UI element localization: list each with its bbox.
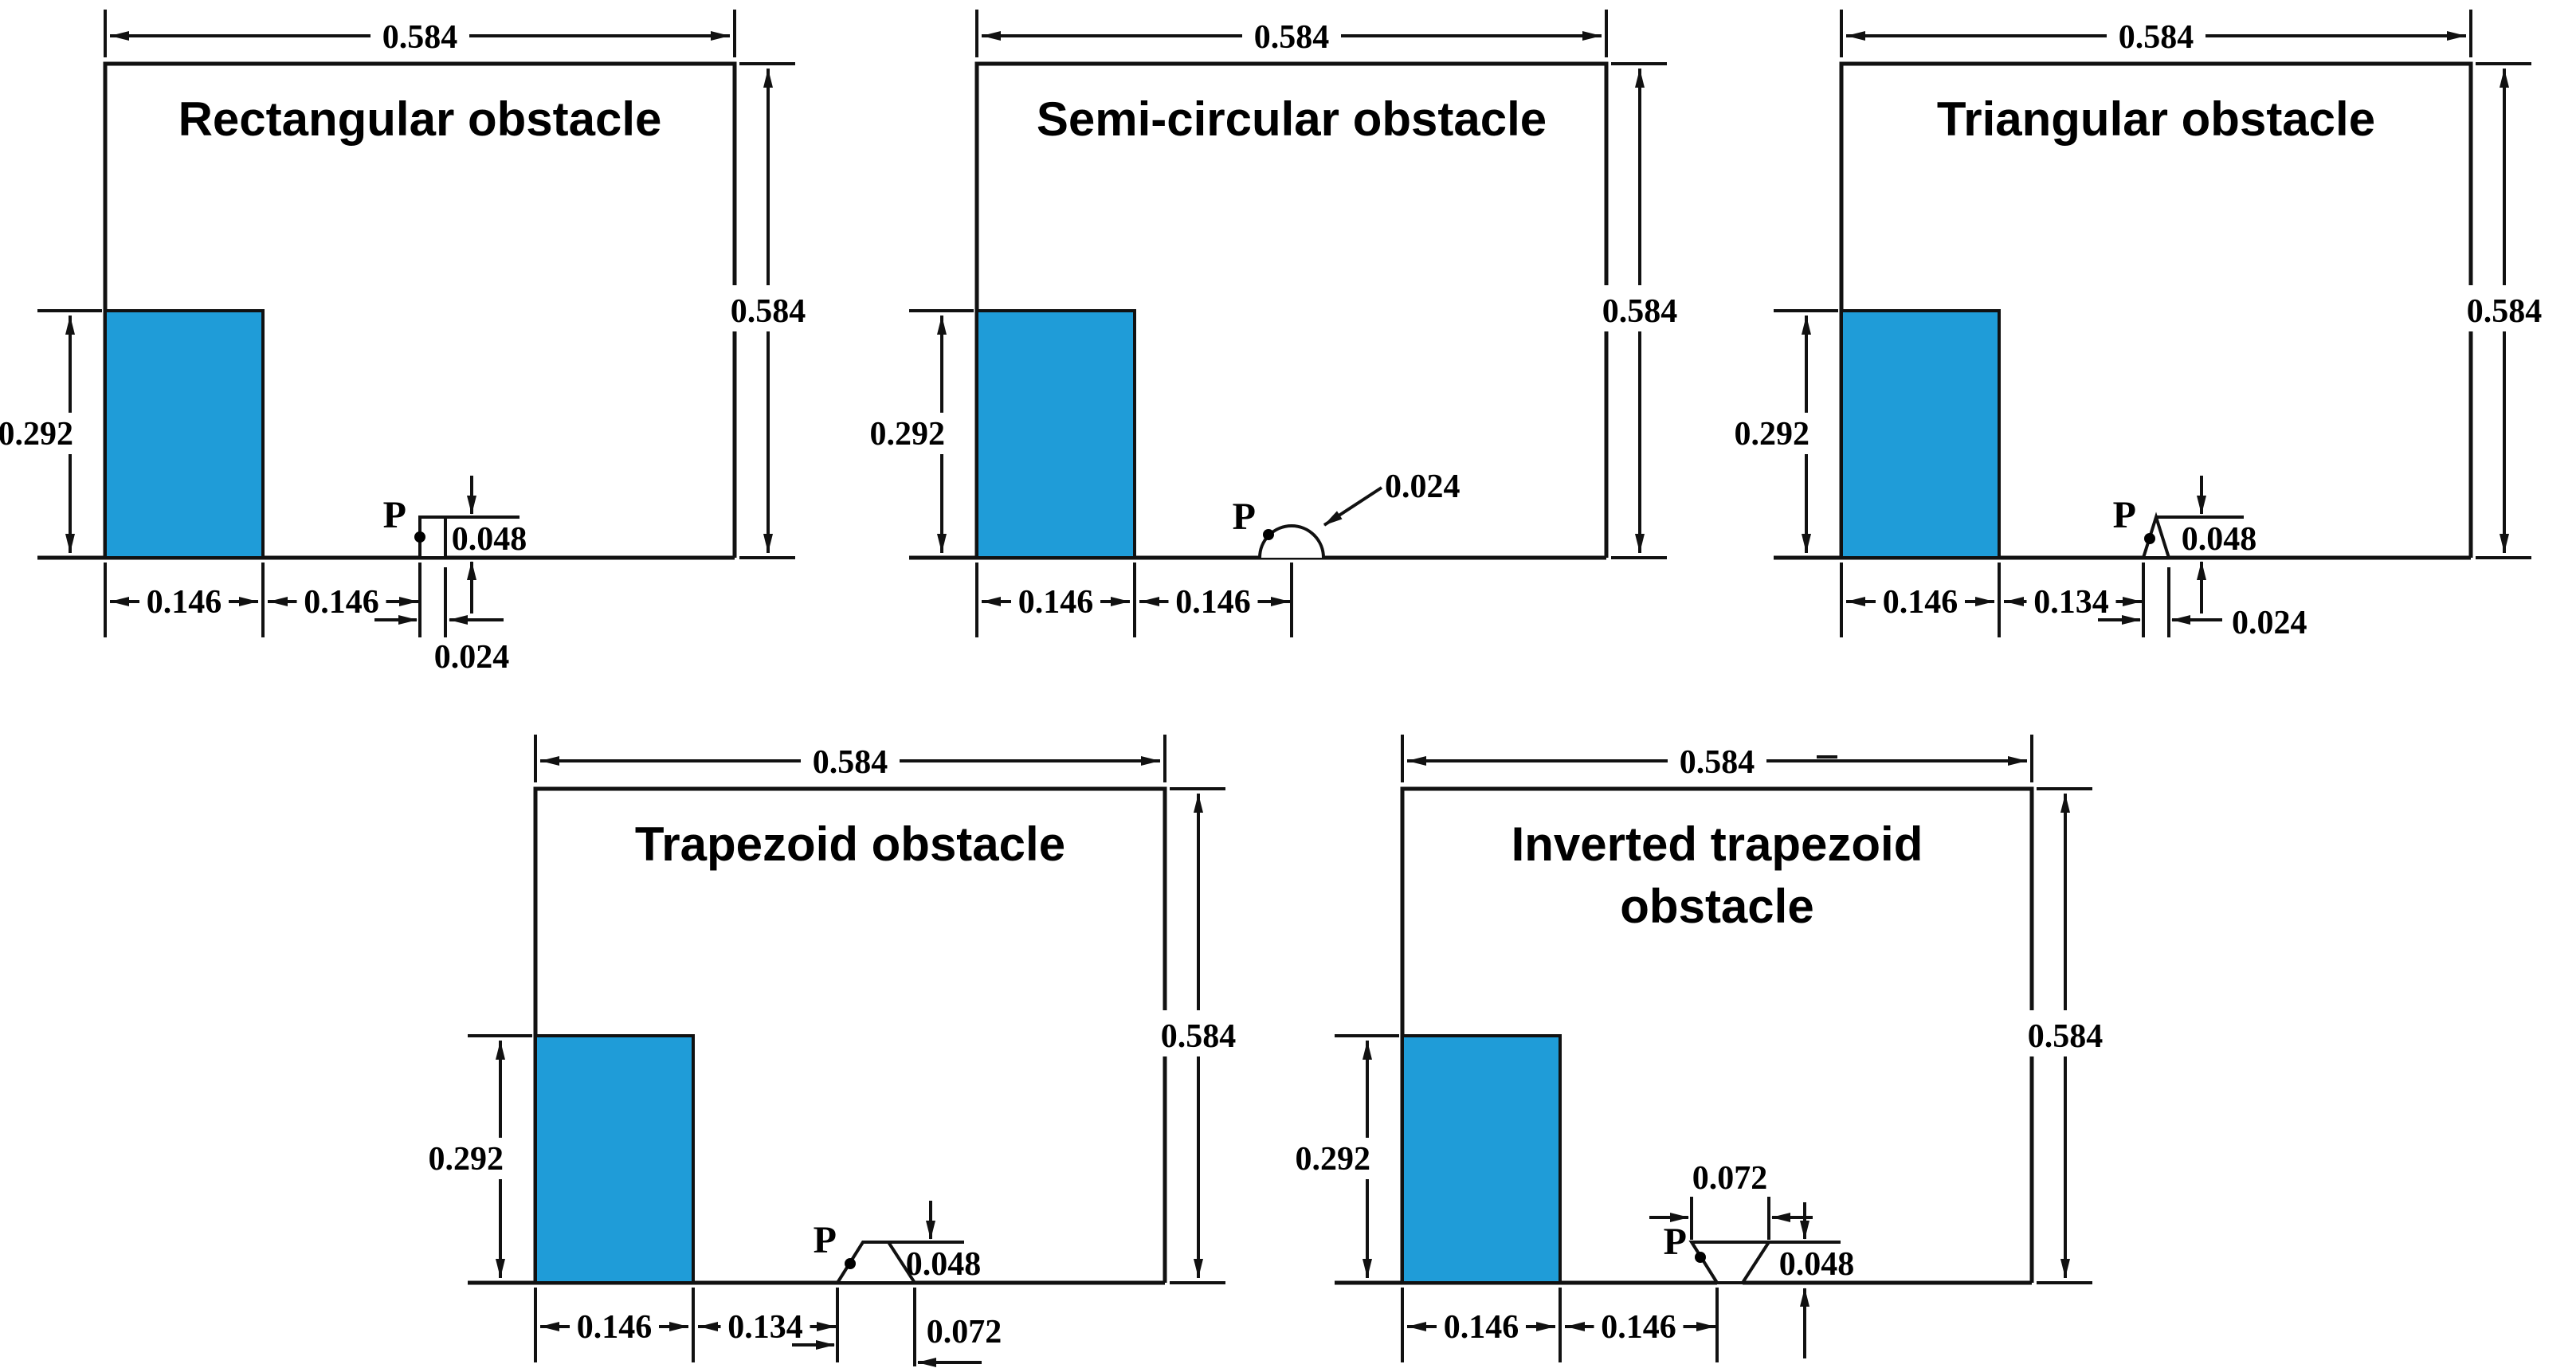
- dim-gap-width: 0.134: [727, 1309, 803, 1346]
- dim-obstacle-height: 0.048: [2182, 521, 2257, 558]
- dim-obstacle-height: 0.048: [452, 521, 527, 558]
- panel-drawing-triangular: Triangular obstacle 0.584 0.584 0.292 0.146 0…: [1730, 10, 2555, 641]
- panel-title: Trapezoid obstacle: [635, 817, 1065, 871]
- panel-title: Rectangular obstacle: [178, 92, 662, 146]
- panel-rectangular-obstacle: Rectangular obstacle 0.584 0.584 0.292 0.146…: [0, 0, 858, 676]
- dim-block-width: 0.146: [1444, 1309, 1519, 1346]
- dim-obstacle-width: 0.024: [434, 639, 510, 673]
- dim-obstacle-base: 0.072: [927, 1314, 1002, 1350]
- panel-inverted-trapezoid-obstacle: Inverted trapezoid obstacle 0.584 0.584 0.29…: [1291, 725, 2155, 1372]
- probe-label: P: [2113, 494, 2136, 536]
- panel-trapezoid-obstacle: Trapezoid obstacle 0.584 0.584 0.292 0.146 0.…: [424, 725, 1288, 1372]
- panel-title: Semi-circular obstacle: [1037, 92, 1547, 146]
- panel-drawing-rectangular: Rectangular obstacle 0.584 0.584 0.292 0.146…: [0, 10, 819, 676]
- dim-obstacle-radius: 0.024: [1385, 468, 1461, 505]
- heated-block: [975, 309, 1136, 559]
- panel-title: Inverted trapezoid: [1511, 817, 1923, 871]
- probe-label: P: [814, 1219, 837, 1261]
- dim-gap-width: 0.146: [1601, 1309, 1676, 1346]
- dim-block-width: 0.146: [1018, 584, 1094, 621]
- dim-domain-height: 0.584: [2028, 1018, 2104, 1055]
- probe-label: P: [383, 494, 406, 536]
- panel-semi-circular-obstacle: Semi-circular obstacle 0.584 0.584 0.292 0.1…: [865, 0, 1730, 673]
- dim-obstacle-height: 0.048: [906, 1246, 982, 1283]
- dim-domain-width: 0.584: [1254, 19, 1330, 56]
- dim-domain-height: 0.584: [731, 293, 806, 330]
- probe-point: [1695, 1252, 1706, 1263]
- panel-drawing-trapezoid: Trapezoid obstacle 0.584 0.584 0.292 0.146 0.…: [424, 735, 1249, 1367]
- panel-title: Triangular obstacle: [1937, 92, 2375, 146]
- probe-point: [414, 531, 425, 543]
- probe-point: [1263, 529, 1274, 540]
- dim-domain-width: 0.584: [2119, 19, 2194, 56]
- dim-block-width: 0.146: [1883, 584, 1958, 621]
- dim-domain-height: 0.584: [2467, 293, 2543, 330]
- dim-block-height: 0.292: [1296, 1141, 1371, 1178]
- dim-domain-width: 0.584: [1680, 744, 1755, 781]
- dim-block-height: 0.292: [0, 416, 73, 453]
- dim-gap-width: 0.146: [1175, 584, 1251, 621]
- dim-gap-width: 0.146: [304, 584, 379, 621]
- dim-obstacle-height: 0.048: [1779, 1246, 1855, 1283]
- dim-block-height: 0.292: [870, 416, 946, 453]
- dim-block-height: 0.292: [429, 1141, 504, 1178]
- heated-block: [1401, 1034, 1562, 1284]
- dim-domain-width: 0.584: [813, 744, 888, 781]
- dim-obstacle-base: 0.024: [2232, 605, 2307, 641]
- dim-block-width: 0.146: [577, 1309, 653, 1346]
- dim-block-height: 0.292: [1735, 416, 1810, 453]
- panel-drawing-semi-circular: Semi-circular obstacle 0.584 0.584 0.292 0.1…: [865, 10, 1691, 637]
- heated-block: [104, 309, 265, 559]
- obstacle-shape-inverted-trapezoid: [1688, 1241, 1772, 1284]
- panel-drawing-inverted-trapezoid: Inverted trapezoid obstacle 0.584 0.584 0.29…: [1291, 735, 2116, 1362]
- dim-domain-height: 0.584: [1602, 293, 1678, 330]
- heated-block: [534, 1034, 695, 1284]
- panel-title: obstacle: [1620, 880, 1813, 933]
- probe-label: P: [1664, 1221, 1687, 1263]
- panel-triangular-obstacle: Triangular obstacle 0.584 0.584 0.292 0.146 0…: [1730, 0, 2576, 673]
- probe-point: [2144, 533, 2155, 544]
- dimension-arrow: [1323, 486, 1383, 527]
- dim-gap-width: 0.134: [2033, 584, 2109, 621]
- dim-obstacle-top: 0.072: [1692, 1160, 1768, 1197]
- dim-block-width: 0.146: [147, 584, 222, 621]
- obstacle-shape-semicircle: [1258, 524, 1325, 559]
- dim-domain-height: 0.584: [1161, 1018, 1237, 1055]
- dim-domain-width: 0.584: [382, 19, 458, 56]
- probe-label: P: [1233, 496, 1256, 538]
- heated-block: [1840, 309, 2001, 559]
- probe-point: [845, 1258, 856, 1269]
